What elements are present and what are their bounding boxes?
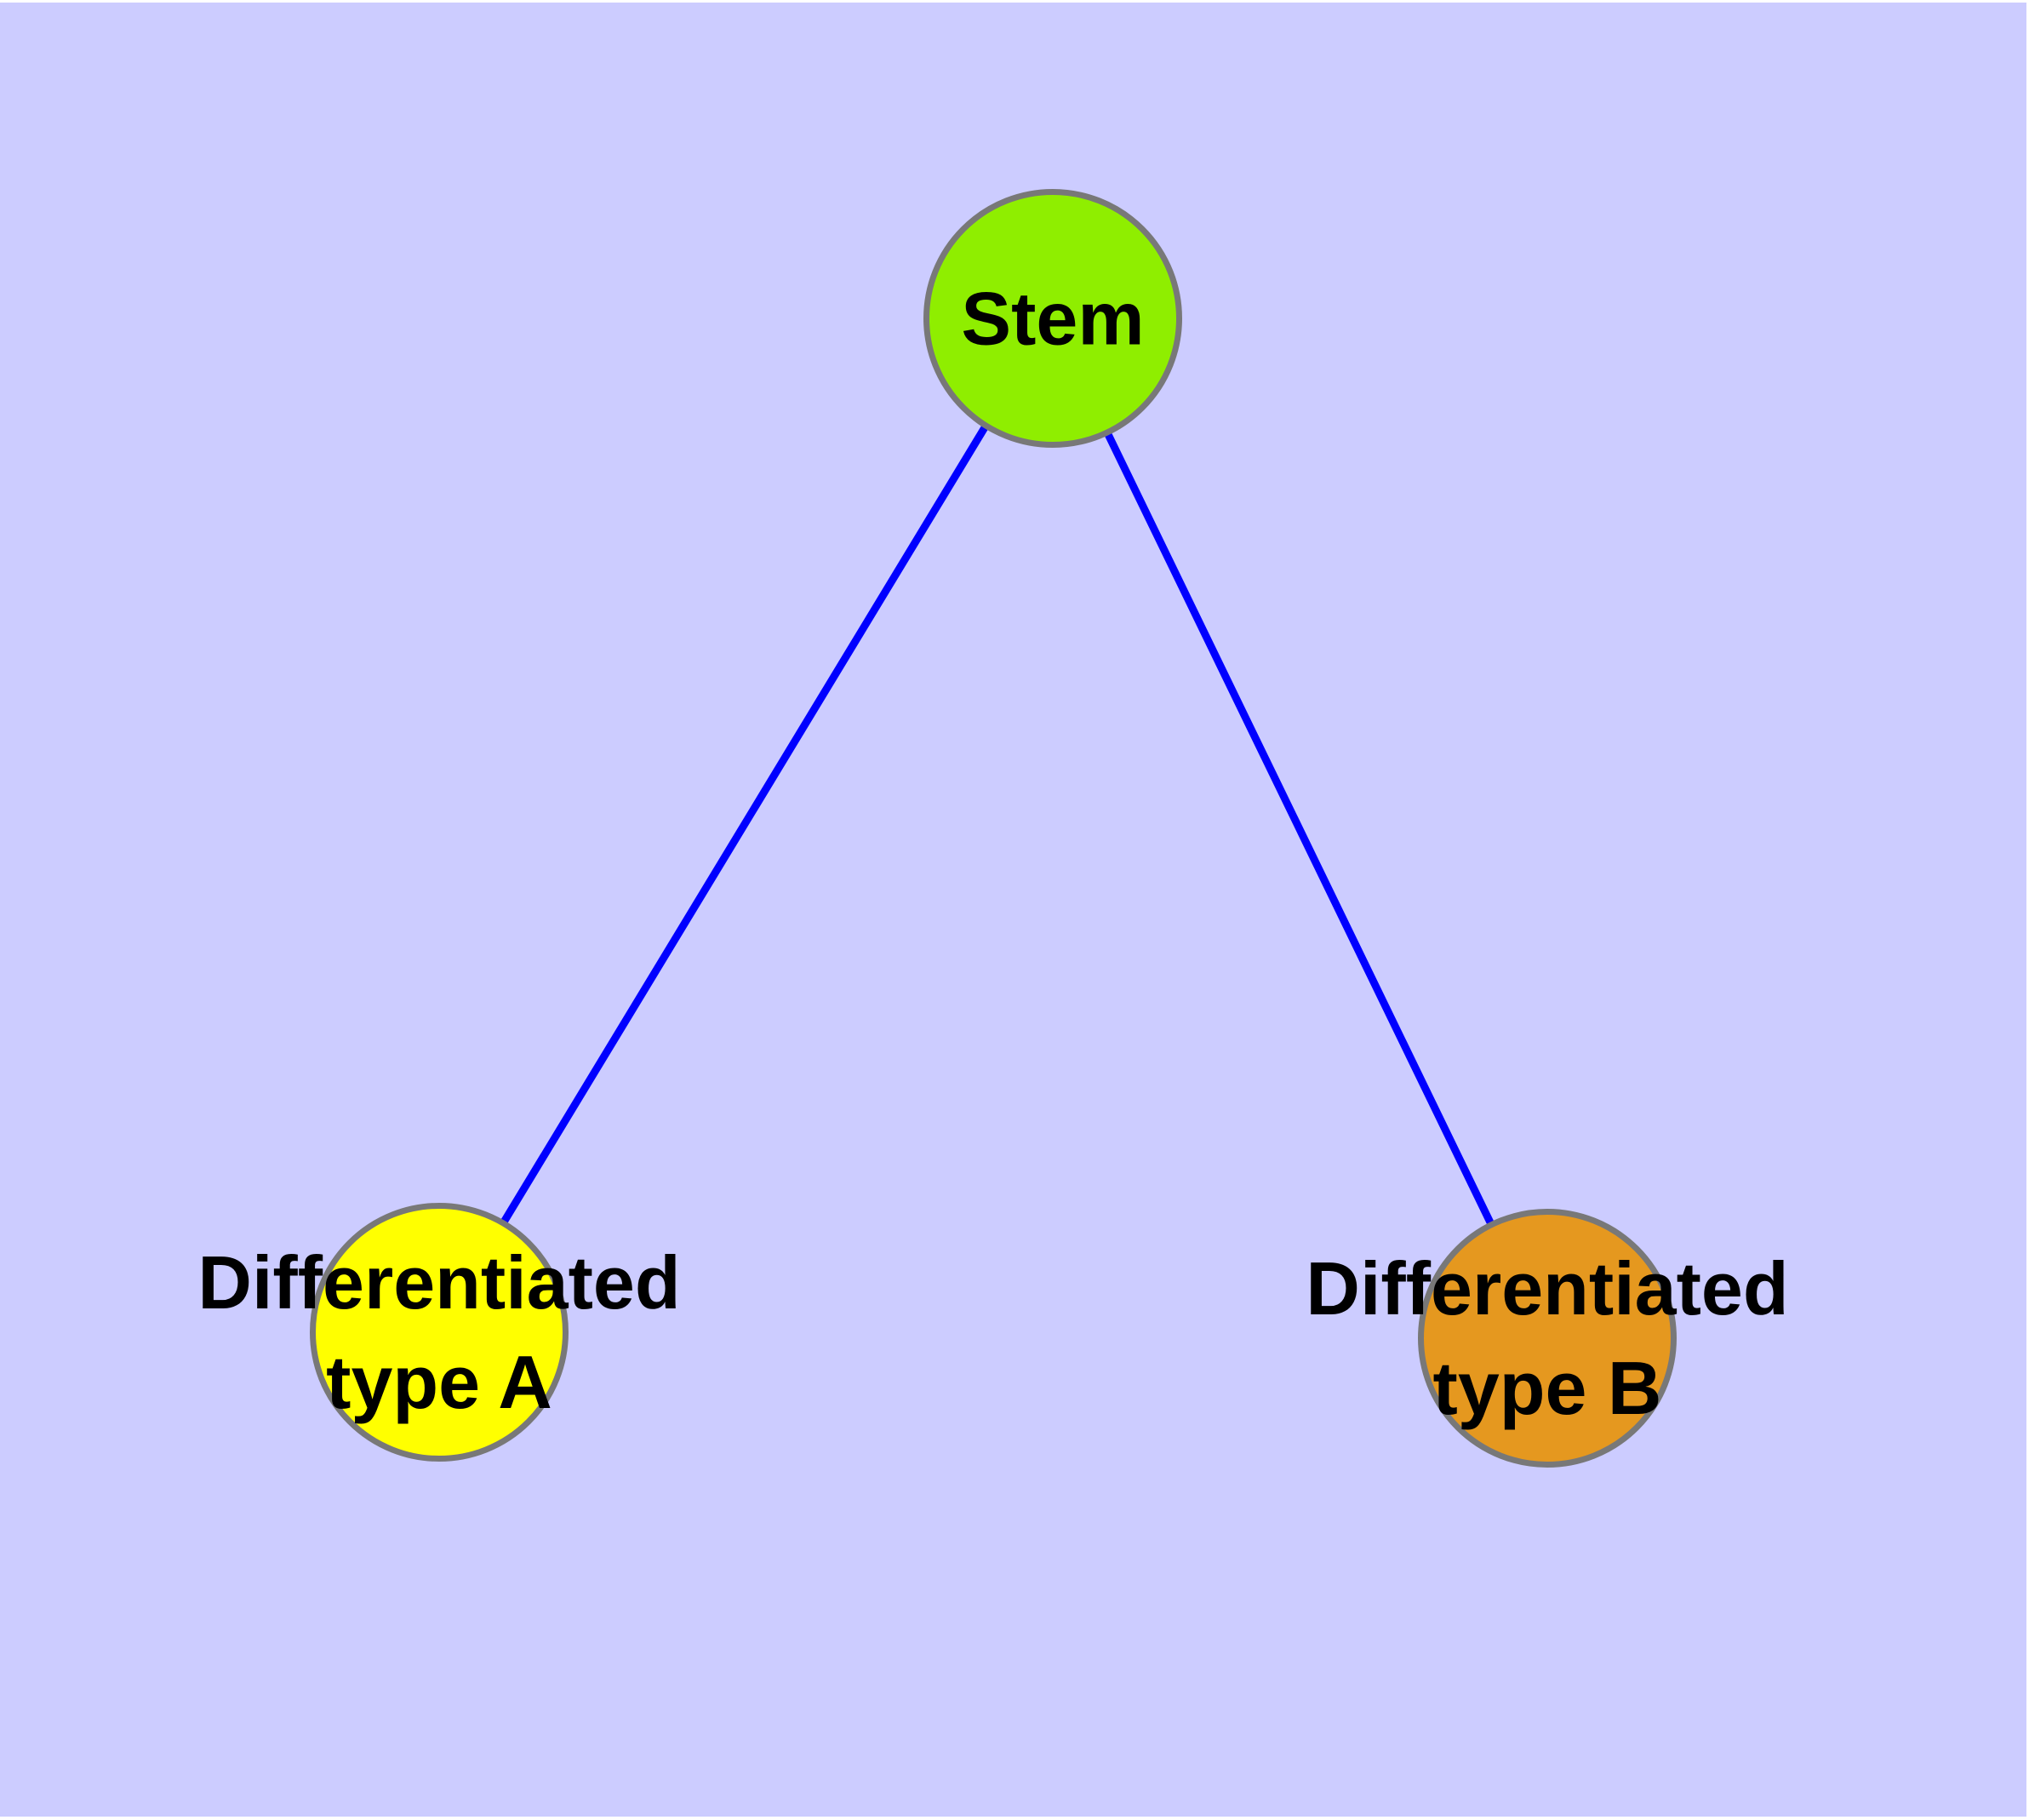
edge-stem-to-type-a bbox=[436, 315, 1055, 1331]
edge-stem-to-type-b bbox=[1048, 315, 1548, 1336]
node-differentiated-type-a: Differentiated type A bbox=[197, 1203, 681, 1462]
node-differentiated-type-b: Differentiated type B bbox=[1306, 1209, 1789, 1468]
node-differentiated-type-a-label: Differentiated type A bbox=[197, 1239, 681, 1424]
edges-layer bbox=[436, 315, 1548, 1336]
node-stem-label: Stem bbox=[961, 276, 1145, 361]
node-stem: Stem bbox=[923, 189, 1182, 448]
graph-canvas: Stem Differentiated type A Differentiate… bbox=[0, 3, 2026, 1817]
node-differentiated-type-b-label: Differentiated type B bbox=[1306, 1245, 1789, 1430]
